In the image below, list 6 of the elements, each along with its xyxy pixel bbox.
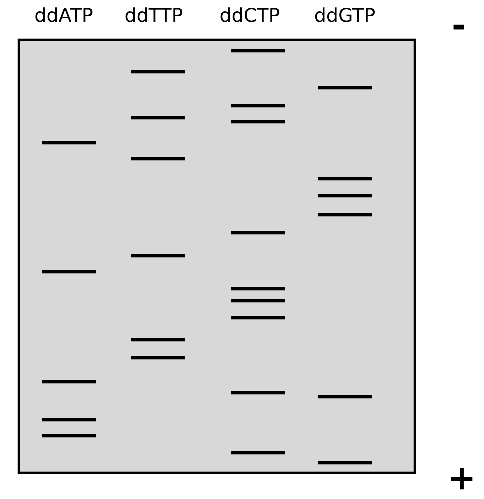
lane-label: ddATP	[36, 8, 93, 22]
lane-label: ddCTP	[220, 8, 280, 22]
lane-label: ddTTP	[126, 8, 183, 22]
lane-label: ddGTP	[315, 8, 375, 22]
electrode-sign: +	[451, 468, 473, 490]
electrode-sign: -	[454, 24, 464, 30]
